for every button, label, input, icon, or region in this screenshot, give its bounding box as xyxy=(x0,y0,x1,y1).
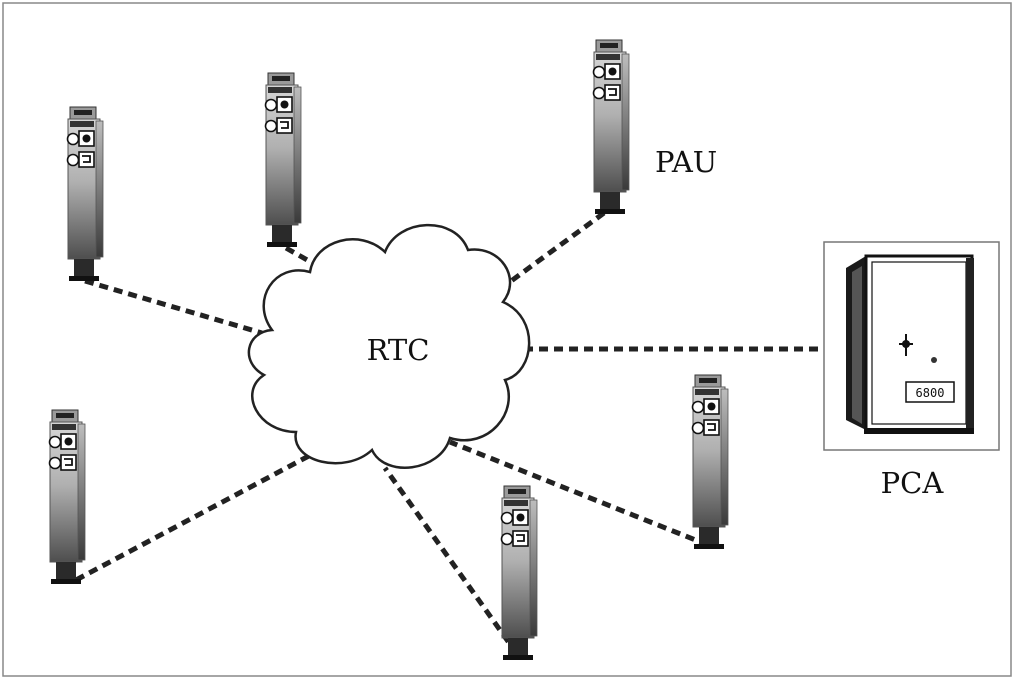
outer-frame xyxy=(2,2,1012,677)
terminal-label: PAU xyxy=(655,145,717,179)
pca-lock-icon xyxy=(931,357,937,363)
link-pau-3 xyxy=(490,210,606,298)
network-cloud: RTC xyxy=(247,223,531,469)
pau-terminal-5 xyxy=(691,374,729,550)
link-pau-4 xyxy=(449,439,709,548)
link-pau-5 xyxy=(382,466,520,656)
pau-terminal-2 xyxy=(264,72,302,248)
pau-terminal-6 xyxy=(500,485,538,661)
link-pau-1 xyxy=(84,278,263,336)
pca-cabinet: 6800 xyxy=(823,241,1000,451)
network-label: RTC xyxy=(367,333,430,367)
pau-terminal-1 xyxy=(66,106,104,282)
pca-display xyxy=(905,381,955,403)
connection-lines xyxy=(74,210,824,656)
cabinet-label: PCA xyxy=(881,466,945,500)
pau-terminal-4 xyxy=(48,409,86,585)
link-pau-6 xyxy=(74,447,322,583)
pau-terminal-3 xyxy=(592,39,630,215)
pca-display-text: 6800 xyxy=(916,386,945,400)
